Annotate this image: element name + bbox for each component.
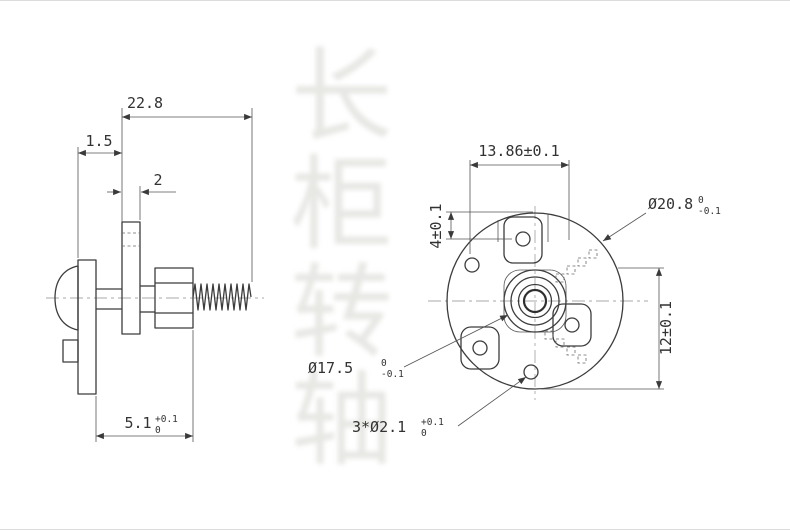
front-view [428, 206, 648, 400]
hub-outer-circle [503, 269, 567, 333]
dim-hole-span-label: 13.86±0.1 [478, 142, 559, 160]
dim-bottom-offset: 12±0.1 [541, 267, 675, 390]
dim-body-depth: 5.1 +0.1 0 [95, 330, 194, 442]
hex-nut [154, 267, 194, 329]
tab-hole [515, 231, 531, 247]
dim-plate-gap-label: 1.5 [85, 132, 112, 150]
page-top-border [0, 0, 790, 1]
hole-right [564, 317, 580, 333]
dim-outer-diameter: Ø20.8 0 -0.1 [602, 195, 721, 242]
side-view [46, 221, 264, 395]
dim-small-holes-tol-upper: +0.1 [421, 417, 444, 428]
hub-middle-circle [510, 276, 560, 326]
dim-overall-length-label: 22.8 [127, 94, 163, 112]
dim-hub-diameter: Ø17.5 0 -0.1 [308, 314, 509, 380]
dim-hub-diameter-label: Ø17.5 [308, 359, 353, 377]
right-ear [552, 303, 592, 347]
knurl-marks-lower [544, 330, 587, 364]
hole-upper-left [464, 257, 480, 273]
lower-left-ear [460, 326, 500, 370]
dim-body-depth-tol-lower: 0 [155, 425, 161, 436]
dim-plate-gap: 1.5 [77, 132, 122, 258]
dim-flange-thickness: 2 [107, 171, 176, 220]
hole-lower-left [472, 340, 488, 356]
hole-bottom [523, 364, 539, 380]
dim-hub-tol-upper: 0 [381, 358, 387, 369]
body-dome-cap [54, 265, 79, 331]
mounting-flange [121, 221, 141, 335]
dim-small-holes: 3*Ø2.1 +0.1 0 [352, 376, 527, 439]
dim-outer-tol-lower: -0.1 [698, 206, 721, 217]
outer-flange-circle [446, 212, 624, 390]
dim-top-hole-offset-label: 4±0.1 [427, 203, 445, 248]
dim-small-holes-tol-lower: 0 [421, 428, 427, 439]
dim-hub-tol-lower: -0.1 [381, 369, 404, 380]
terminal-tab [62, 339, 79, 363]
dim-flange-thickness-label: 2 [153, 171, 162, 189]
body-plate [77, 259, 97, 395]
center-bore [522, 288, 548, 314]
dim-hole-span: 13.86±0.1 [469, 142, 570, 254]
dim-outer-diameter-label: Ø20.8 [648, 195, 693, 213]
dim-body-depth-label: 5.1 [124, 414, 151, 432]
dim-bottom-offset-label: 12±0.1 [657, 301, 675, 355]
dim-outer-tol-upper: 0 [698, 195, 704, 206]
dim-small-holes-label: 3*Ø2.1 [352, 418, 406, 436]
hub-inner-circle [517, 283, 553, 319]
dim-overall-length: 22.8 [121, 94, 253, 282]
top-mounting-tab [503, 216, 543, 264]
threaded-shaft [192, 283, 252, 311]
knurl-marks-upper [555, 249, 598, 283]
dim-top-hole-offset: 4±0.1 [427, 203, 533, 249]
dim-body-depth-tol-upper: +0.1 [155, 414, 178, 425]
